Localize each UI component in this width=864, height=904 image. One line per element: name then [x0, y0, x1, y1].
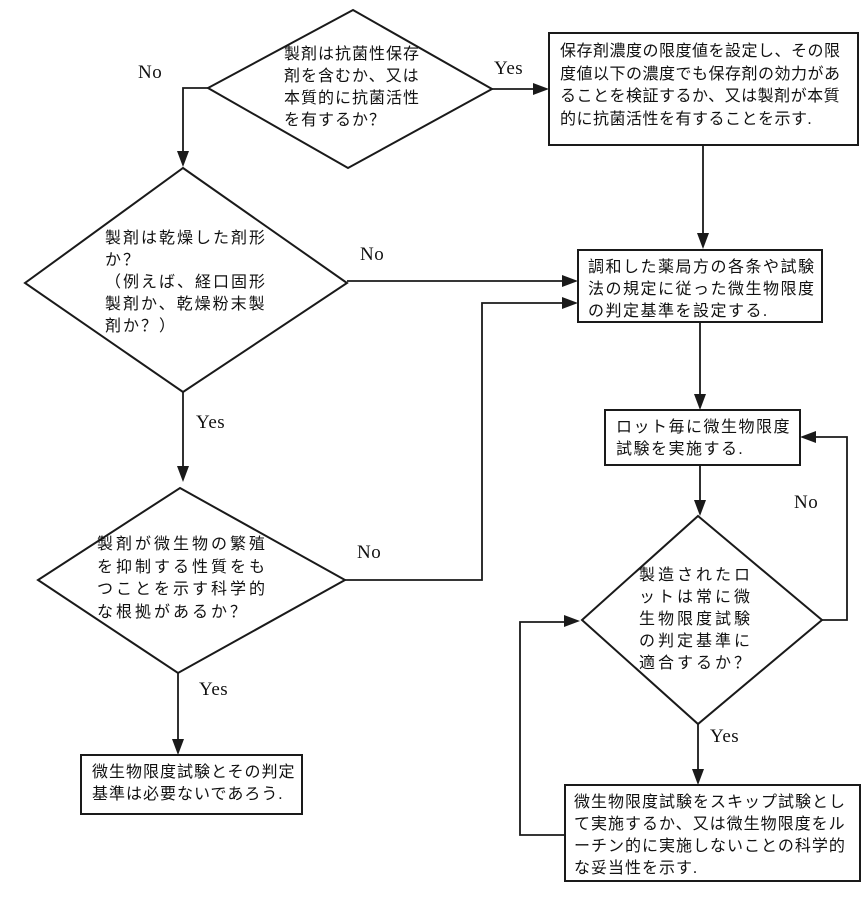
process-lot-testing-shape: [604, 409, 801, 466]
process-preservative-limit-text: 保存剤濃度の限度値を設定し、その限 度値以下の濃度でも保存剤の効力があ ることを…: [560, 43, 841, 128]
edge-no-inhibition: [345, 302, 564, 581]
edge-no-preservative: [182, 87, 208, 153]
decision-lot-conformance-text: 製造されたロ ットは常に微 生物限度試験 の判定基準に 適合するか？: [639, 567, 754, 672]
process-skip-testing-shape: [564, 784, 861, 882]
arrowhead-yes-conformance: [692, 769, 704, 785]
arrowhead-no-inhibition: [562, 297, 578, 309]
edge-label-no-preservative: No: [138, 62, 163, 83]
decision-growth-inhibition-text: 製剤が微生物の繁殖 を抑制する性質をも つことを示す科学的 な根拠があるか？: [97, 536, 269, 621]
arrowhead-yes-preservative: [533, 83, 549, 95]
arrowhead-skip-loop-back: [564, 615, 580, 627]
edge-label-yes-inhibition: Yes: [199, 679, 229, 700]
arrowhead-yes-inhibition: [172, 739, 184, 755]
arrowhead-yes-dry: [177, 466, 189, 482]
process-skip-testing-text: 微生物限度試験をスキップ試験とし て実施するか、又は微生物限度をル ーチン的に実…: [574, 794, 847, 877]
arrowhead-box-b-to-box-c: [694, 394, 706, 410]
process-no-testing-shape: [80, 754, 303, 815]
decision-preservative-text: 製剤は抗菌性保存 剤を含むか、又は 本質的に抗菌活性 を有するか？: [284, 46, 421, 129]
process-no-testing-text: 微生物限度試験とその判定 基準は必要ないであろう.: [92, 764, 296, 803]
edge-skip-loop-back: [519, 621, 566, 836]
process-lot-testing-text: ロット毎に微生物限度 試験を実施する.: [616, 419, 792, 458]
process-acceptance-criteria-text: 調和した薬局方の各条や試験 法の規定に従った微生物限度 の判定基準を設定する.: [588, 259, 816, 320]
arrowhead-box-a-to-box-b: [697, 233, 709, 249]
edge-label-no-conformance: No: [794, 492, 819, 513]
arrowhead-no-preservative: [177, 151, 189, 167]
edge-label-yes-conformance: Yes: [710, 726, 740, 747]
decision-preservative-shape: [205, 8, 495, 170]
arrowhead-box-c-to-decision: [694, 500, 706, 516]
edge-label-no-dry: No: [360, 244, 385, 265]
edge-no-conformance-loop: [814, 436, 848, 621]
edge-label-yes-preservative: Yes: [494, 58, 524, 79]
arrowhead-no-conformance-loop: [800, 431, 816, 443]
arrowhead-no-dry: [562, 275, 578, 287]
edge-label-yes-dry: Yes: [196, 412, 226, 433]
decision-dry-form-text: 製剤は乾燥した剤形 か？ （例えば、経口固形 製剤か、乾燥粉末製 剤か？）: [105, 230, 268, 335]
edge-label-no-inhibition: No: [357, 542, 382, 563]
